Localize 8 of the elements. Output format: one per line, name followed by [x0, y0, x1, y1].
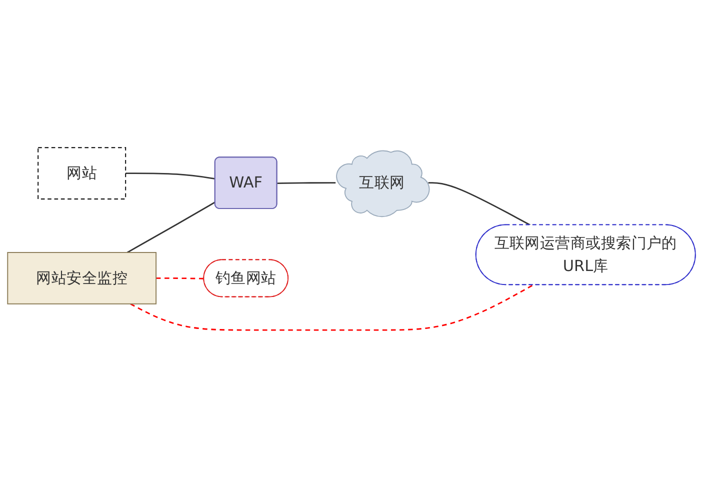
- node-box: 网站: [38, 146, 126, 200]
- node-box: 网站安全监控: [7, 252, 157, 304]
- connector: [156, 277, 204, 280]
- connector: [126, 201, 216, 253]
- connector: [126, 172, 216, 180]
- connector: [130, 284, 534, 330]
- connector: [428, 182, 531, 226]
- connector: [277, 182, 336, 184]
